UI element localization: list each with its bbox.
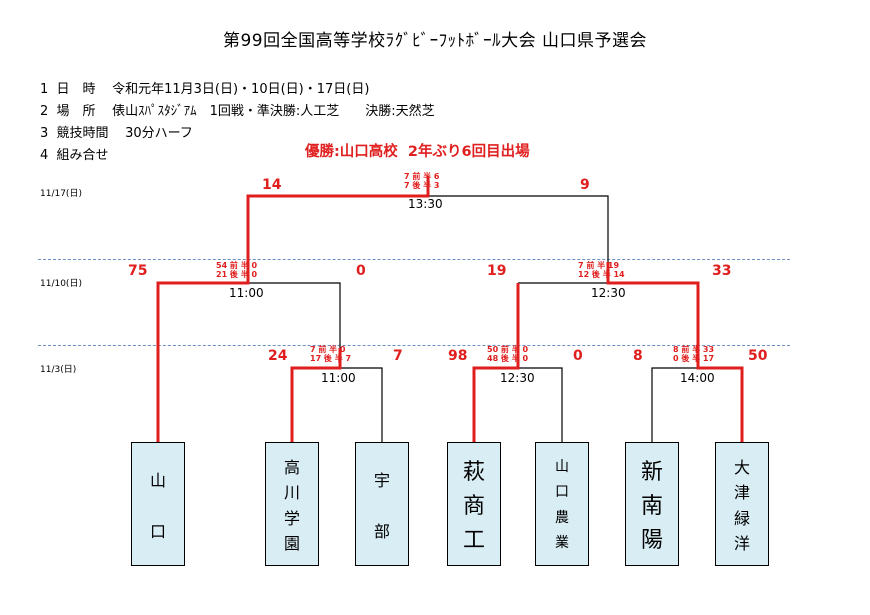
bracket-line: [340, 367, 383, 442]
bracket-line: [651, 367, 698, 442]
info-line-3: 3 競技時間 30分ハーフ: [40, 126, 193, 141]
score-r1a-left: 24: [268, 348, 288, 364]
bracket-line-win: [472, 348, 520, 442]
score-sf1-right: 0: [356, 263, 366, 279]
score-r1a-right: 7: [393, 348, 403, 364]
score-r1c-left: 8: [633, 348, 643, 364]
round-divider: [38, 259, 790, 260]
team-box-shinnanyo: 新南陽: [625, 442, 679, 566]
info-line-1: 1 日 時 令和元年11月3日(日)・10日(日)・17日(日): [40, 82, 370, 97]
bracket-line-win: [290, 348, 342, 442]
bracket-line-win: [606, 262, 700, 348]
score-sf2-right: 33: [712, 263, 732, 279]
team-box-yamaguchi: 山口: [131, 442, 185, 566]
bracket-line: [248, 282, 341, 348]
date-final: 11/17(日): [40, 189, 82, 199]
score-final-left: 14: [262, 177, 282, 193]
team-box-ube: 宇部: [355, 442, 409, 566]
info-line-2: 2 場 所 俵山ｽﾊﾟｽﾀｼﾞｱﾑ 1回戦・準決勝:人工芝 決勝:天然芝: [40, 104, 435, 119]
time-r1c: 14:00: [680, 371, 715, 385]
bracket-line: [428, 195, 609, 262]
bracket-line-win: [696, 348, 744, 442]
bracket-line-win: [156, 262, 250, 442]
score-r1b-right: 0: [573, 348, 583, 364]
team-box-yamaguchi-nogyo: 山口農業: [535, 442, 589, 566]
score-r1b-left: 98: [448, 348, 468, 364]
round-divider: [38, 345, 790, 346]
team-box-takagawa-gakuen: 高川学園: [265, 442, 319, 566]
score-sf2-left: 19: [487, 263, 507, 279]
info-line-4: 4 組み合せ: [40, 148, 109, 163]
team-box-otsu-ryokuyo: 大津緑洋: [715, 442, 769, 566]
score-sf1-left: 75: [128, 263, 148, 279]
page-title: 第99回全国高等学校ﾗｸﾞﾋﾞｰﾌｯﾄﾎﾞｰﾙ大会 山口県予選会: [222, 31, 648, 51]
time-r1b: 12:30: [500, 371, 535, 385]
time-r1a: 11:00: [321, 371, 356, 385]
champion-text: 優勝:山口高校 2年ぶり6回目出場: [305, 144, 530, 160]
score-r1c-right: 50: [748, 348, 768, 364]
time-sf2: 12:30: [591, 286, 626, 300]
time-sf1: 11:00: [229, 286, 264, 300]
time-final: 13:30: [408, 197, 443, 211]
score-final-right: 9: [580, 177, 590, 193]
bracket-line-win: [246, 176, 430, 262]
team-box-hagi-shoko: 萩商工: [447, 442, 501, 566]
date-semi: 11/10(日): [40, 279, 82, 289]
bracket-line: [518, 367, 563, 442]
date-first: 11/3(日): [40, 365, 77, 375]
